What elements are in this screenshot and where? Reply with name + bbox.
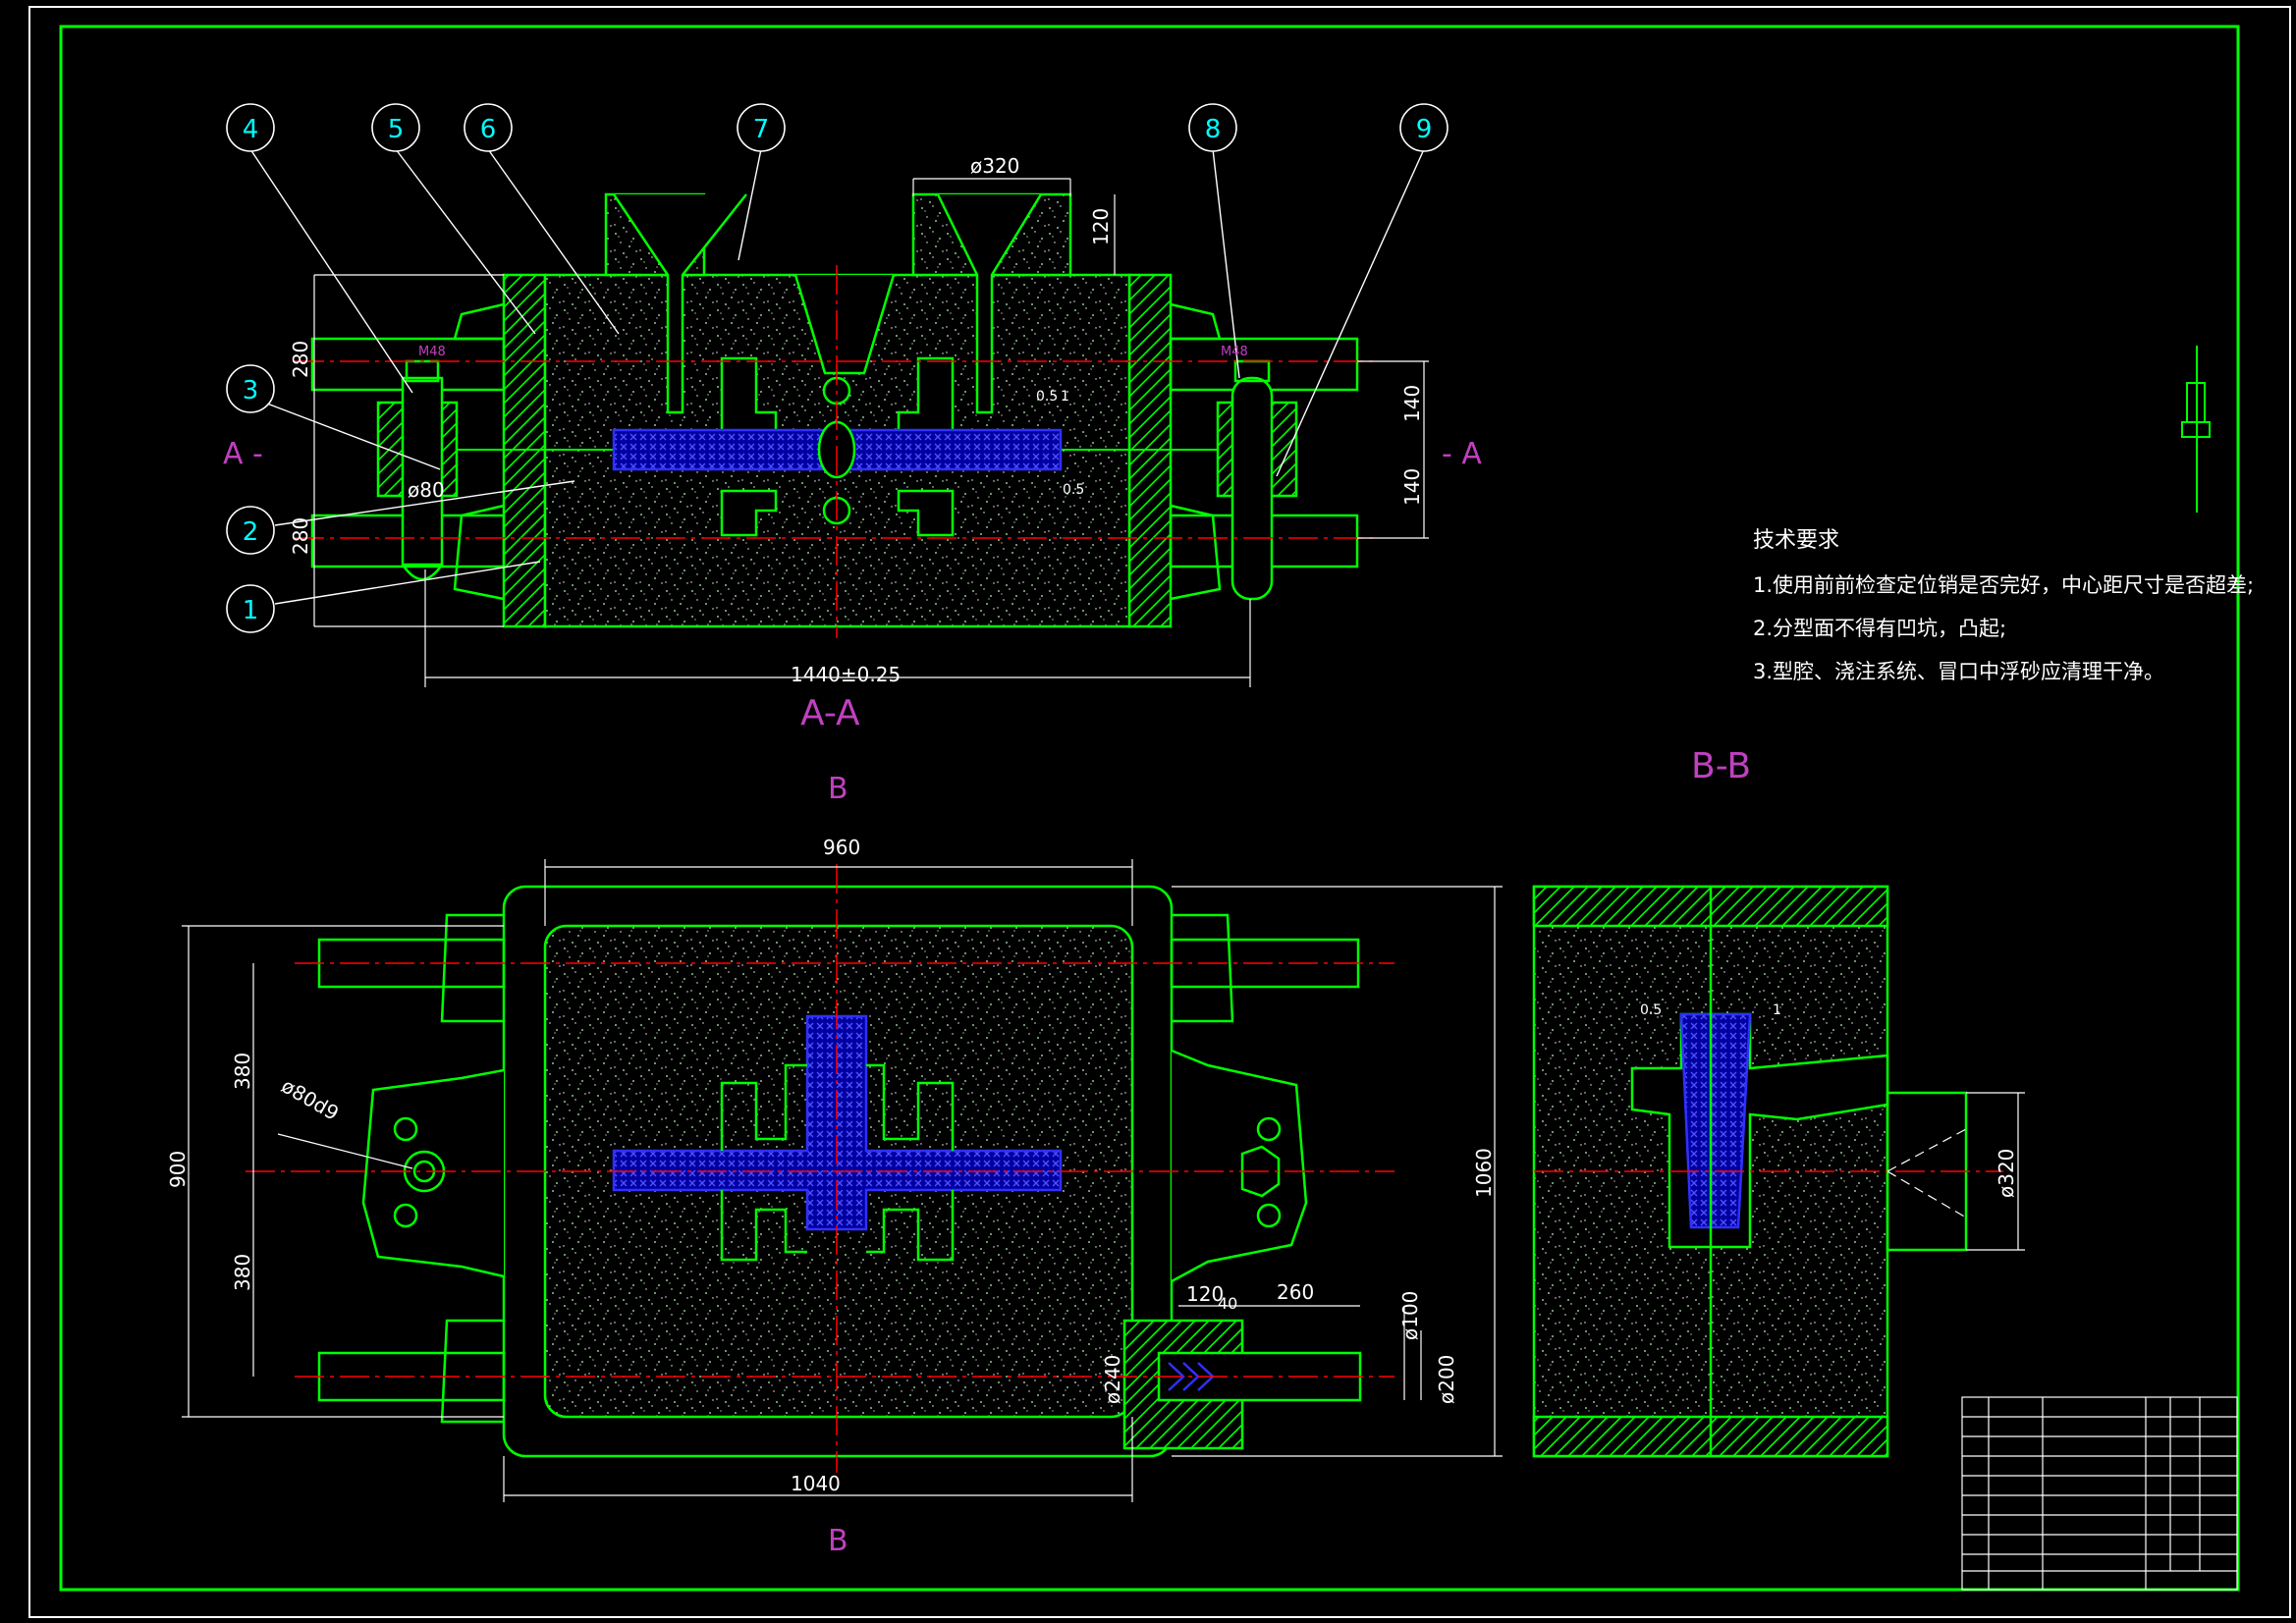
section-aa-view <box>295 192 1375 638</box>
dim-0-5b: 0.5 <box>1063 482 1084 498</box>
dim-phi80: ø80 <box>408 478 445 502</box>
dim-140-lower: 140 <box>1400 468 1424 506</box>
thread-labels: M48 M48 <box>418 345 1248 359</box>
dimension-lines-bb <box>1886 1092 2025 1251</box>
balloon-4 <box>226 103 275 152</box>
balloon-2 <box>226 506 275 555</box>
balloon-label-5: 5 <box>388 115 405 144</box>
balloon-numbers: 1 2 3 4 5 6 7 8 9 <box>243 115 1433 625</box>
dim-0-5a: 0.5 <box>1036 389 1058 405</box>
dim-380-lower: 380 <box>231 1254 254 1291</box>
dim-280-lower: 280 <box>289 517 312 555</box>
notes-title: 技术要求 <box>1753 528 1840 553</box>
dim-1-bb: 1 <box>1773 1002 1781 1018</box>
section-mark-a-right: - A <box>1442 437 1482 471</box>
balloon-group <box>249 148 1425 605</box>
technical-requirements: 技术要求 1.使用前前检查定位销是否完好，中心距尺寸是否超差; 2.分型面不得有… <box>1753 522 2254 699</box>
outer-frame <box>28 6 2291 1618</box>
dim-900: 900 <box>166 1151 190 1188</box>
dim-380-upper: 380 <box>231 1053 254 1090</box>
cavity-lower-left <box>720 489 778 537</box>
dim-phi200: ø200 <box>1435 1355 1458 1404</box>
balloon-3 <box>226 364 275 413</box>
balloon-6 <box>464 103 513 152</box>
dim-phi100: ø100 <box>1398 1291 1422 1340</box>
balloon-7 <box>737 103 786 152</box>
section-label-aa: A-A <box>800 693 860 733</box>
balloon-label-2: 2 <box>243 517 259 547</box>
balloon-label-9: 9 <box>1416 115 1433 144</box>
balloon-label-4: 4 <box>243 115 259 144</box>
dim-phi240: ø240 <box>1101 1355 1124 1404</box>
section-bb-view <box>1532 885 2003 1458</box>
lug-plan-right <box>1171 1049 1308 1283</box>
notes-item-2: 2.分型面不得有凹坑，凸起; <box>1753 617 2007 640</box>
cavity-plan-bumps-bottom <box>720 1190 955 1262</box>
hole-plan-right-bottom <box>1256 1203 1282 1228</box>
hex-plan-right <box>1240 1145 1281 1198</box>
lug-left-upper <box>453 302 505 341</box>
lug-left-lower <box>453 504 505 601</box>
dim-260-pin: 260 <box>1277 1280 1314 1304</box>
balloon-label-1: 1 <box>243 596 259 625</box>
dimension-lines-plan <box>182 859 1503 1502</box>
dim-phi80d9: ø80d9 <box>278 1074 344 1125</box>
thread-m48-right: M48 <box>1221 345 1248 359</box>
notes-item-3: 3.型腔、浇注系统、冒口中浮砂应清理干净。 <box>1753 660 2165 683</box>
casting-cavity-plan <box>612 1014 1063 1231</box>
inner-frame <box>59 25 2240 1592</box>
pin-right <box>1230 376 1274 601</box>
balloon-9 <box>1399 103 1449 152</box>
cavity-lower-right <box>897 489 955 537</box>
ear-plan-right-top <box>1172 913 1234 1023</box>
section-mark-b-bottom: B <box>828 1524 848 1558</box>
dim-120-pin: 120 <box>1186 1282 1224 1306</box>
dim-960: 960 <box>823 836 860 859</box>
section-mark-b-top: B <box>828 772 848 806</box>
dim-1440: 1440±0.25 <box>791 663 901 686</box>
ear-plan-left-top <box>440 913 504 1023</box>
ear-plan-left-bottom <box>440 1319 504 1424</box>
balloon-circles <box>226 103 1449 633</box>
dim-1a: 1 <box>1061 389 1069 405</box>
section-mark-a-left: A - <box>223 437 263 471</box>
lug-right-lower <box>1170 504 1222 601</box>
balloon-label-8: 8 <box>1205 115 1222 144</box>
pin-left <box>401 376 444 567</box>
dim-1040: 1040 <box>791 1472 841 1495</box>
side-symbol <box>2181 346 2211 513</box>
riser-funnel-right <box>936 193 1043 414</box>
dim-1060: 1060 <box>1472 1148 1496 1198</box>
dim-280-upper: 280 <box>289 341 312 378</box>
dim-phi320-top: ø320 <box>970 154 1019 178</box>
dim-phi320-bb: ø320 <box>1995 1149 2018 1198</box>
balloon-5 <box>371 103 420 152</box>
dimension-lines-aa <box>313 178 1429 687</box>
riser-funnel-left <box>612 193 747 414</box>
section-label-bb: B-B <box>1691 746 1752 786</box>
balloon-1 <box>226 584 275 633</box>
balloon-label-3: 3 <box>243 376 259 406</box>
hole-plan-right-top <box>1256 1116 1282 1142</box>
title-block <box>1961 1396 2238 1591</box>
casting-cavity-bb <box>1679 1012 1752 1229</box>
cavity-plan-bumps-top <box>720 1063 955 1151</box>
dim-40-pin: 40 <box>1218 1294 1237 1313</box>
balloon-label-6: 6 <box>480 115 497 144</box>
thread-m48-left: M48 <box>418 345 446 359</box>
hole-plan-left-bottom <box>393 1203 418 1228</box>
dim-120-top: 120 <box>1089 208 1113 245</box>
plan-view <box>246 864 1394 1473</box>
lug-right-upper <box>1170 302 1222 341</box>
notes-item-1: 1.使用前前检查定位销是否完好，中心距尺寸是否超差; <box>1753 573 2255 597</box>
sprue-cup <box>793 274 896 375</box>
balloon-label-7: 7 <box>753 115 770 144</box>
balloon-8 <box>1188 103 1237 152</box>
pin-tip-left <box>401 564 444 581</box>
dim-0-5-bb: 0.5 <box>1640 1002 1662 1018</box>
dimension-texts: ø320 120 280 280 ø80 1440±0.25 140 140 0… <box>166 154 2018 1495</box>
dim-140-upper: 140 <box>1400 385 1424 422</box>
hole-plan-left-top <box>393 1116 418 1142</box>
